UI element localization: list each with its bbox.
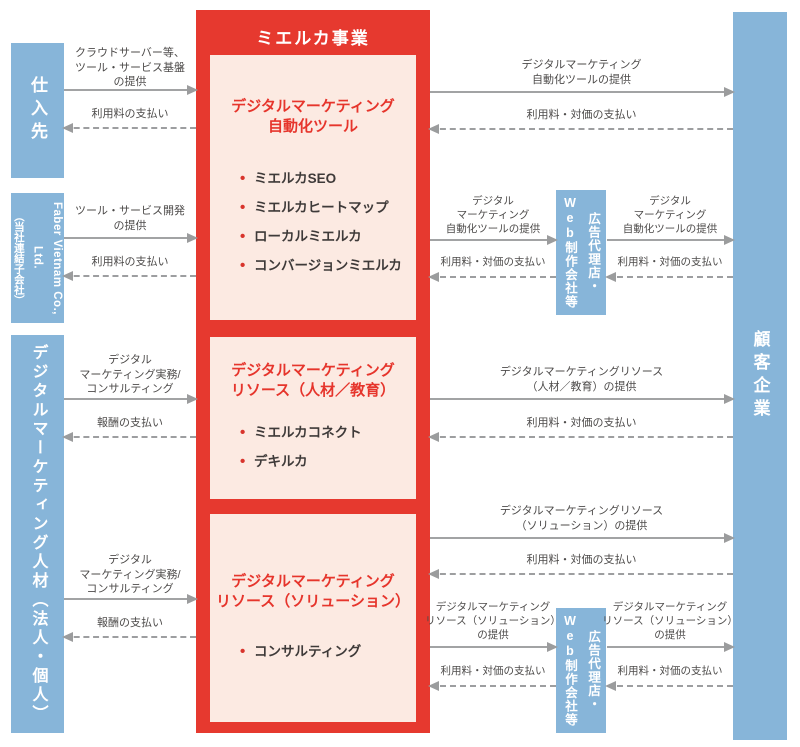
arrow-agency-to-customer-pay (605, 272, 733, 282)
label-solution-to-agency-pay: 利用料・対価の支払い (440, 665, 546, 677)
agency-box-bottom-label: 広告代理店・ Web制作会社等 (558, 614, 604, 727)
arrow-agency-to-customer-solution-provide (607, 642, 735, 652)
list-item: コンバージョンミエルカ (240, 251, 416, 280)
faber-vietnam-bar: Faber Vietnam Co., Ltd. （当社連結子会社） (11, 193, 64, 323)
arrow-talent-provide-1 (64, 394, 198, 404)
label-talent-provide-2: デジタル マーケティング実務/ コンサルティング (79, 554, 181, 596)
customer-label: 顧客企業 (750, 330, 770, 422)
label-talent-pay-1: 報酬の支払い (97, 417, 163, 429)
arrow-supplier-provide (64, 85, 198, 95)
label-agency-to-customer-provide: デジタル マーケティング 自動化ツールの提供 (622, 195, 718, 235)
arrow-resource-hr-pay (428, 432, 733, 442)
label-tools-to-agency-provide: デジタル マーケティング 自動化ツールの提供 (445, 195, 541, 235)
panel-resource-hr-list: ミエルカコネクト デキルカ (210, 418, 416, 476)
arrow-talent-provide-2 (64, 594, 198, 604)
arrow-supplier-pay (62, 123, 196, 133)
arrow-agency-to-customer-solution-pay (605, 681, 733, 691)
agency-box-top: 広告代理店・ Web制作会社等 (556, 190, 606, 315)
label-faber-provide: ツール・サービス開発 の提供 (75, 205, 185, 232)
faber-vietnam-name: Faber Vietnam Co., Ltd. (31, 201, 63, 315)
arrow-tools-to-agency-provide (430, 235, 558, 245)
talent-label: デジタルマーケティング人材（法人・個人） (29, 344, 47, 724)
panel-resource-solution-list: コンサルティング (210, 637, 416, 666)
agency-line1: 広告代理店・ (586, 212, 601, 293)
agency-line2: Web制作会社等 (563, 196, 577, 309)
label-tools-direct-pay: 利用料・対価の支払い (526, 109, 637, 121)
supplier-bar: 仕入先 (11, 43, 64, 178)
label-supplier-provide: クラウドサーバー等、 ツール・サービス基盤 の提供 (75, 47, 185, 89)
faber-vietnam-label: Faber Vietnam Co., Ltd. （当社連結子会社） (9, 193, 66, 323)
talent-bar: デジタルマーケティング人材（法人・個人） (11, 335, 64, 733)
label-resource-hr-pay: 利用料・対価の支払い (526, 417, 637, 429)
label-solution-direct-pay: 利用料・対価の支払い (526, 554, 637, 566)
faber-vietnam-note: （当社連結子会社） (12, 210, 25, 306)
arrow-faber-pay (62, 271, 196, 281)
arrow-tools-direct-pay (428, 124, 733, 134)
arrow-tools-to-agency-pay (428, 272, 556, 282)
panel-automation-title: デジタルマーケティング 自動化ツール (231, 98, 395, 136)
label-solution-to-agency-provide: デジタルマーケティング リソース（ソリューション） の提供 (425, 601, 561, 641)
arrow-faber-provide (64, 233, 198, 243)
panel-automation-tools: デジタルマーケティング 自動化ツール ミエルカSEO ミエルカヒートマップ ロー… (210, 55, 416, 320)
arrow-solution-direct-pay (428, 569, 733, 579)
panel-resource-hr-title: デジタルマーケティング リソース（人材／教育） (230, 362, 396, 400)
agency-line2: Web制作会社等 (563, 614, 577, 727)
mieruka-business-title: ミエルカ事業 (256, 29, 370, 48)
arrow-tools-direct-provide (430, 87, 735, 97)
arrow-solution-to-agency-pay (428, 681, 556, 691)
arrow-solution-direct-provide (430, 533, 735, 543)
list-item: デキルカ (240, 447, 416, 476)
list-item: ミエルカコネクト (240, 418, 416, 447)
arrow-solution-to-agency-provide (430, 642, 558, 652)
list-item: ミエルカヒートマップ (240, 193, 416, 222)
label-talent-pay-2: 報酬の支払い (97, 617, 163, 629)
label-tools-to-agency-pay: 利用料・対価の支払い (440, 256, 546, 268)
label-resource-hr-provide: デジタルマーケティングリソース （人材／教育）の提供 (499, 366, 664, 393)
label-agency-to-customer-pay: 利用料・対価の支払い (617, 256, 723, 268)
list-item: ミエルカSEO (240, 164, 416, 193)
arrow-resource-hr-provide (430, 394, 735, 404)
arrow-talent-pay-2 (62, 632, 196, 642)
arrow-agency-to-customer-provide (607, 235, 735, 245)
label-faber-pay: 利用料の支払い (91, 256, 169, 268)
panel-resource-solution: デジタルマーケティング リソース（ソリューション） コンサルティング (210, 514, 416, 722)
label-tools-direct-provide: デジタルマーケティング 自動化ツールの提供 (521, 59, 642, 86)
arrow-talent-pay-1 (62, 432, 196, 442)
panel-resource-hr: デジタルマーケティング リソース（人材／教育） ミエルカコネクト デキルカ (210, 337, 416, 499)
label-agency-to-customer-solution-provide: デジタルマーケティング リソース（ソリューション） の提供 (602, 601, 738, 641)
customer-bar: 顧客企業 (733, 12, 787, 740)
list-item: ローカルミエルカ (240, 222, 416, 251)
agency-box-top-label: 広告代理店・ Web制作会社等 (558, 196, 604, 309)
agency-line1: 広告代理店・ (586, 630, 601, 711)
list-item: コンサルティング (240, 637, 416, 666)
supplier-label: 仕入先 (28, 76, 47, 145)
agency-box-bottom: 広告代理店・ Web制作会社等 (556, 608, 606, 733)
label-agency-to-customer-solution-pay: 利用料・対価の支払い (617, 665, 723, 677)
label-supplier-pay: 利用料の支払い (91, 108, 169, 120)
panel-resource-solution-title: デジタルマーケティング リソース（ソリューション） (216, 573, 410, 611)
label-solution-direct-provide: デジタルマーケティングリソース （ソリューション）の提供 (499, 505, 664, 532)
label-talent-provide-1: デジタル マーケティング実務/ コンサルティング (79, 354, 181, 396)
panel-automation-list: ミエルカSEO ミエルカヒートマップ ローカルミエルカ コンバージョンミエルカ (210, 164, 416, 280)
